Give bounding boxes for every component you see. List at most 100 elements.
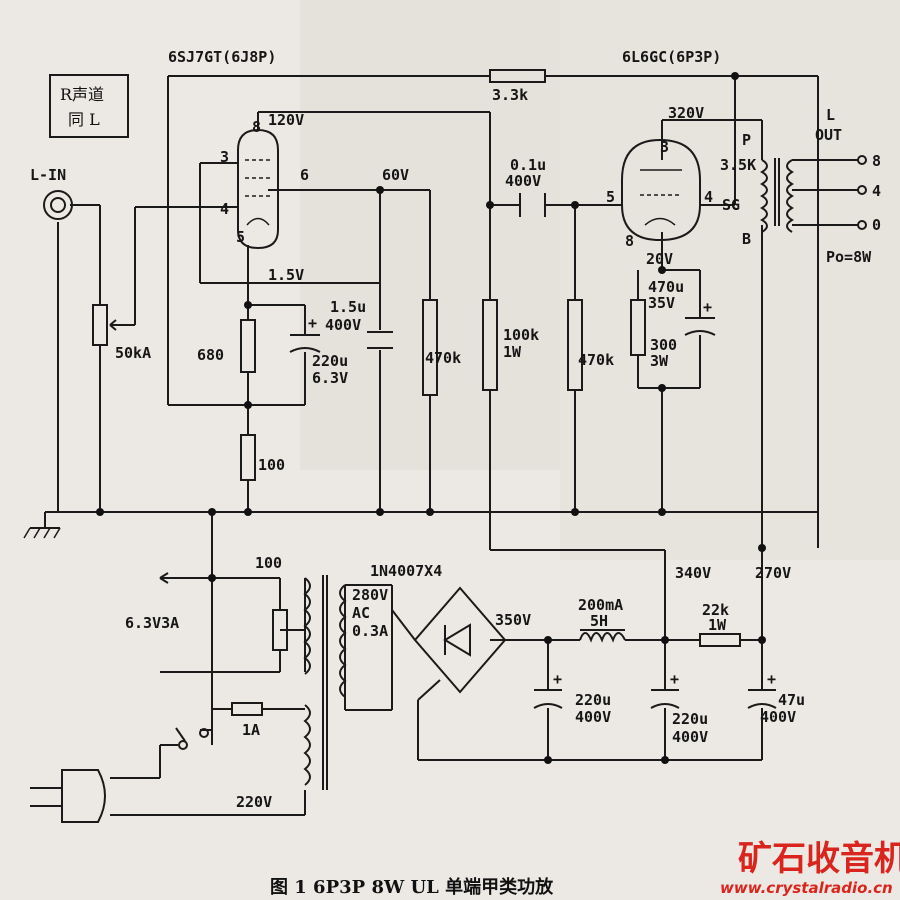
resistor-680-icon xyxy=(240,319,256,373)
coupling-cap-icon xyxy=(519,193,546,217)
tube1-icon xyxy=(237,128,279,250)
choke-icon xyxy=(579,629,626,643)
coupling-cap-voltage: 400V xyxy=(505,172,541,190)
resistor-470k-a-icon xyxy=(422,299,438,396)
wires xyxy=(44,75,819,816)
filter-cap1-icon: + xyxy=(533,670,563,709)
resistor-22k-label: 22k xyxy=(702,601,729,619)
r-channel-note-line1: R声道 xyxy=(60,85,104,104)
tap-8-label: 8 xyxy=(872,152,881,170)
tap-0-label: 0 xyxy=(872,216,881,234)
ot-p-label: P xyxy=(742,131,751,149)
ot-sg-label: SG xyxy=(722,196,740,214)
output-power-label: Po=8W xyxy=(826,248,872,266)
tube1-pin6-voltage: 60V xyxy=(382,166,409,184)
volume-pot-icon xyxy=(92,304,122,346)
resistor-470k-b-icon xyxy=(567,299,583,391)
heater-label: 6.3V3A xyxy=(125,614,179,632)
tube2-label: 6L6GC(6P3P) xyxy=(622,48,721,66)
resistor-300-icon xyxy=(630,299,646,356)
tube2-pin4: 4 xyxy=(704,188,713,206)
r-channel-note-line2: 同 L xyxy=(68,110,100,129)
cathode-cap-220u-icon: + xyxy=(289,314,321,353)
filter-cap2-label: 220u xyxy=(672,710,708,728)
tube2-cathode-voltage: 20V xyxy=(646,250,673,268)
choke-current: 200mA xyxy=(578,596,623,614)
svg-text:+: + xyxy=(308,314,317,332)
resistor-470k-a-label: 470k xyxy=(425,349,461,367)
power-switch-icon xyxy=(175,727,209,750)
power-transformer-icon xyxy=(303,575,347,790)
tube1-plate-voltage: 120V xyxy=(268,111,304,129)
r-channel-note-box xyxy=(49,74,129,138)
resistor-680-label: 680 xyxy=(197,346,224,364)
resistor-100k-label: 100k xyxy=(503,326,539,344)
tube1-pin6: 6 xyxy=(300,166,309,184)
tube2-pin5: 5 xyxy=(606,188,615,206)
cap-470u-label: 470u xyxy=(648,278,684,296)
out-label: L xyxy=(826,106,835,124)
cap-220u-label: 220u xyxy=(312,352,348,370)
hv-ac-voltage: 280V xyxy=(352,586,388,604)
tube1-cathode-voltage: 1.5V xyxy=(268,266,304,284)
output-transformer-icon xyxy=(760,155,867,233)
resistor-300-label: 300 xyxy=(650,336,677,354)
hum-balance-pot-icon xyxy=(159,572,288,673)
resistor-3k3-icon xyxy=(489,69,546,83)
cap-1u5-label: 1.5u xyxy=(330,298,366,316)
resistor-300-watt: 3W xyxy=(650,352,669,370)
volume-pot-label: 50kA xyxy=(115,344,151,362)
input-label: L-IN xyxy=(30,166,66,184)
tube1-label: 6SJ7GT(6J8P) xyxy=(168,48,276,66)
svg-text:+: + xyxy=(767,670,776,688)
input-jack-icon xyxy=(43,190,73,220)
filter-cap3-icon: + xyxy=(747,670,777,709)
hum-pot-label: 100 xyxy=(255,554,282,572)
cap-1u5-icon xyxy=(367,331,393,349)
cap-470u-voltage: 35V xyxy=(648,294,675,312)
svg-text:+: + xyxy=(553,670,562,688)
tube2-plate-voltage: 320V xyxy=(668,104,704,122)
resistor-470k-b-label: 470k xyxy=(578,351,614,369)
fuse-label: 1A xyxy=(242,721,260,739)
resistor-100k-icon xyxy=(482,299,498,391)
out-label-2: OUT xyxy=(815,126,842,144)
filter-cap2-icon: + xyxy=(650,670,680,709)
resistor-100k-watt: 1W xyxy=(503,343,522,361)
ot-impedance-label: 3.5K xyxy=(720,156,756,174)
mains-voltage: 220V xyxy=(236,793,272,811)
hv-current: 0.3A xyxy=(352,622,388,640)
bridge-rectifier-icon xyxy=(391,586,507,701)
resistor-22k-icon xyxy=(699,633,741,647)
mains-plug-icon xyxy=(30,769,106,823)
tube1-pin3: 3 xyxy=(220,148,229,166)
resistor-100-icon xyxy=(240,434,256,481)
filter-cap3-label: 47u xyxy=(778,691,805,709)
cap-470u-icon: + xyxy=(684,298,716,336)
filter-cap3-voltage: 400V xyxy=(760,708,796,726)
ot-b-label: B xyxy=(742,230,751,248)
filter-cap1-voltage: 400V xyxy=(575,708,611,726)
supply-340v: 340V xyxy=(675,564,711,582)
hv-ac-label: AC xyxy=(352,604,370,622)
filter-cap2-voltage: 400V xyxy=(672,728,708,746)
resistor-22k-watt: 1W xyxy=(708,616,727,634)
filter-cap1-label: 220u xyxy=(575,691,611,709)
bridge-label: 1N4007X4 xyxy=(370,562,442,580)
tube1-pin5: 5 xyxy=(236,228,245,246)
cap-1u5-voltage: 400V xyxy=(325,316,361,334)
tube2-pin8: 8 xyxy=(625,232,634,250)
resistor-3k3-label: 3.3k xyxy=(492,86,528,104)
choke-inductance: 5H xyxy=(590,612,608,630)
supply-270v: 270V xyxy=(755,564,791,582)
tube1-pin4: 4 xyxy=(220,200,229,218)
ground-icon xyxy=(23,527,61,539)
watermark-title: 矿石收音机 xyxy=(738,839,900,879)
tube1-pin8: 8 xyxy=(252,118,261,136)
tap-4-label: 4 xyxy=(872,182,881,200)
b-plus-voltage: 350V xyxy=(495,611,531,629)
svg-text:+: + xyxy=(703,298,712,316)
tube2-pin3: 3 xyxy=(660,138,669,156)
figure-caption: 图 1 6P3P 8W UL 单端甲类功放 xyxy=(270,876,554,898)
